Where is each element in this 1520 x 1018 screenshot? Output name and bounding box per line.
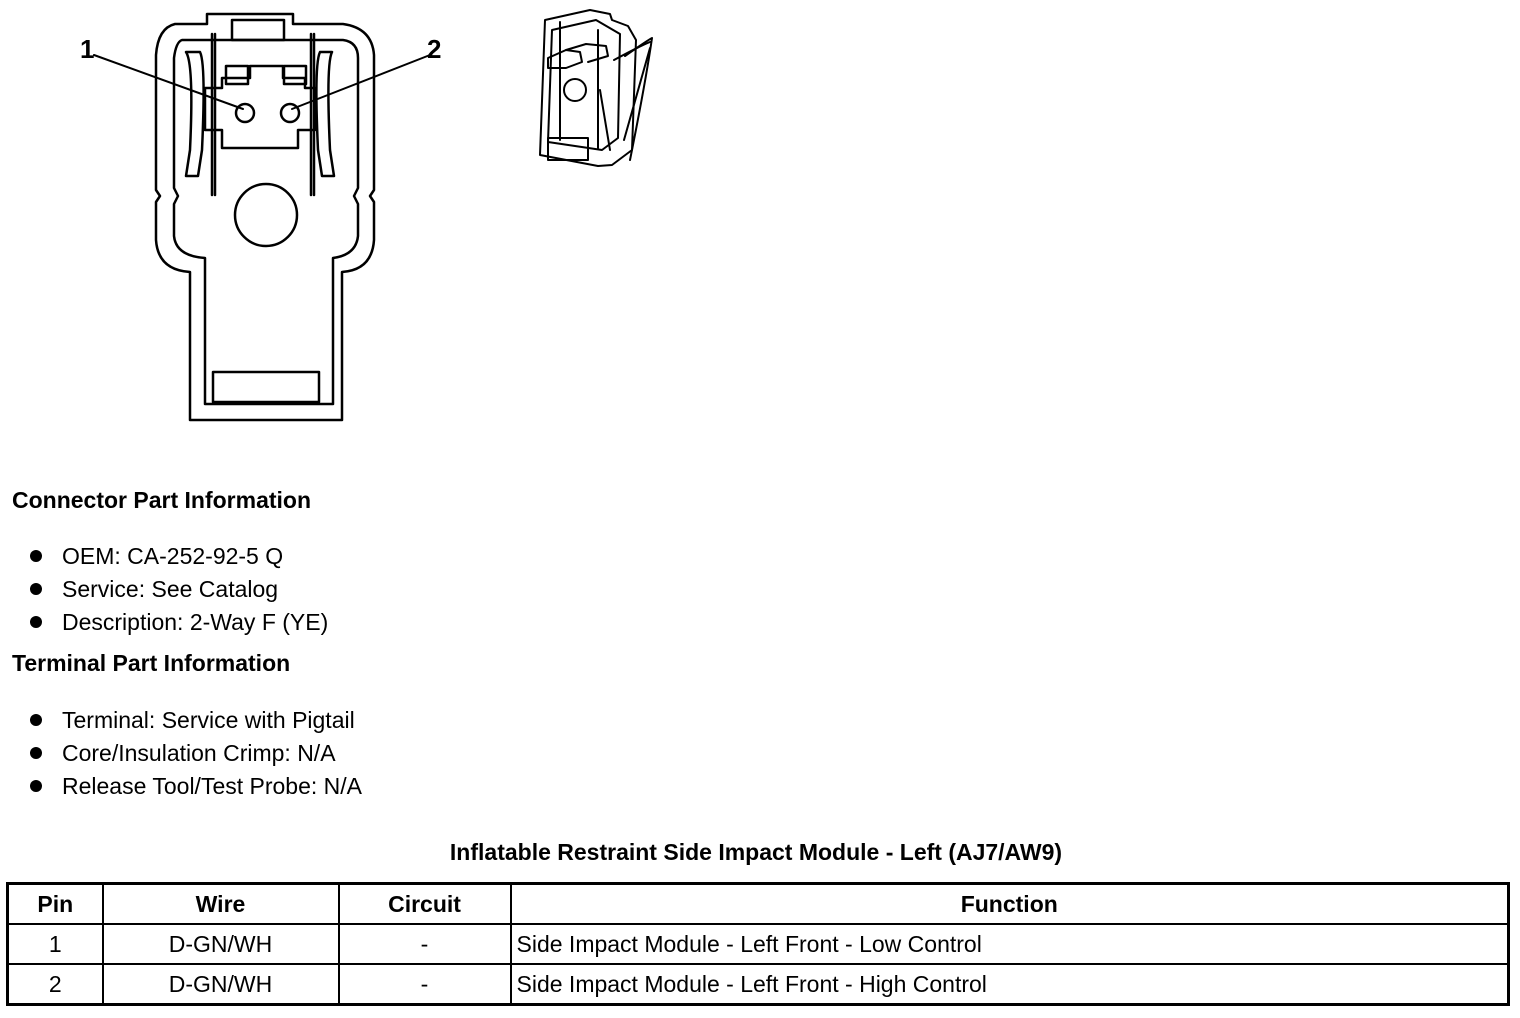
left-latch-finger [184, 50, 205, 178]
cell-function: Side Impact Module - Left Front - High C… [509, 963, 1510, 1006]
terminal-info-heading: Terminal Part Information [12, 650, 291, 676]
pinout-table: Pin Wire Circuit Function 1 D-GN/WH - Si… [6, 882, 1510, 1006]
connector-inner-outline [172, 38, 360, 406]
cell-pin: 2 [6, 963, 104, 1006]
label-window [211, 370, 321, 404]
connector-isometric-view [539, 9, 653, 167]
list-item: Terminal: Service with Pigtail [30, 704, 362, 737]
connector-drawing: 1 2 [80, 9, 653, 422]
connector-top-tab [230, 18, 286, 42]
list-item: OEM: CA-252-92-5 Q [30, 540, 328, 573]
header-function: Function [509, 882, 1510, 925]
callout-leader-1 [93, 54, 244, 110]
terminal-cavity-1 [234, 102, 256, 124]
terminal-info-list: Terminal: Service with Pigtail Core/Insu… [30, 704, 362, 803]
cell-wire: D-GN/WH [101, 923, 340, 965]
right-latch-finger [315, 50, 336, 178]
header-pin: Pin [6, 882, 104, 925]
connector-face-outline [154, 12, 376, 422]
list-item: Core/Insulation Crimp: N/A [30, 737, 362, 770]
table-header-row: Pin Wire Circuit Function [6, 882, 1510, 925]
cell-circuit: - [337, 923, 512, 965]
list-item: Release Tool/Test Probe: N/A [30, 770, 362, 803]
list-item: Description: 2-Way F (YE) [30, 606, 328, 639]
header-circuit: Circuit [337, 882, 512, 925]
cell-pin: 1 [6, 923, 104, 965]
cell-wire: D-GN/WH [101, 963, 340, 1006]
latch-post [233, 182, 299, 248]
table-row: 1 D-GN/WH - Side Impact Module - Left Fr… [6, 923, 1510, 965]
table-row: 2 D-GN/WH - Side Impact Module - Left Fr… [6, 963, 1510, 1006]
header-wire: Wire [101, 882, 340, 925]
cell-function: Side Impact Module - Left Front - Low Co… [509, 923, 1510, 965]
pinout-table-title: Inflatable Restraint Side Impact Module … [449, 839, 1063, 865]
connector-info-heading: Connector Part Information [12, 487, 312, 513]
callout-label-1: 1 [80, 34, 94, 64]
cell-circuit: - [337, 963, 512, 1006]
terminal-cavity-2 [279, 102, 301, 124]
list-item: Service: See Catalog [30, 573, 328, 606]
callout-label-2: 2 [427, 34, 441, 64]
connector-info-list: OEM: CA-252-92-5 Q Service: See Catalog … [30, 540, 328, 639]
terminal-housing [203, 64, 317, 150]
callout-leader-2 [291, 54, 431, 110]
